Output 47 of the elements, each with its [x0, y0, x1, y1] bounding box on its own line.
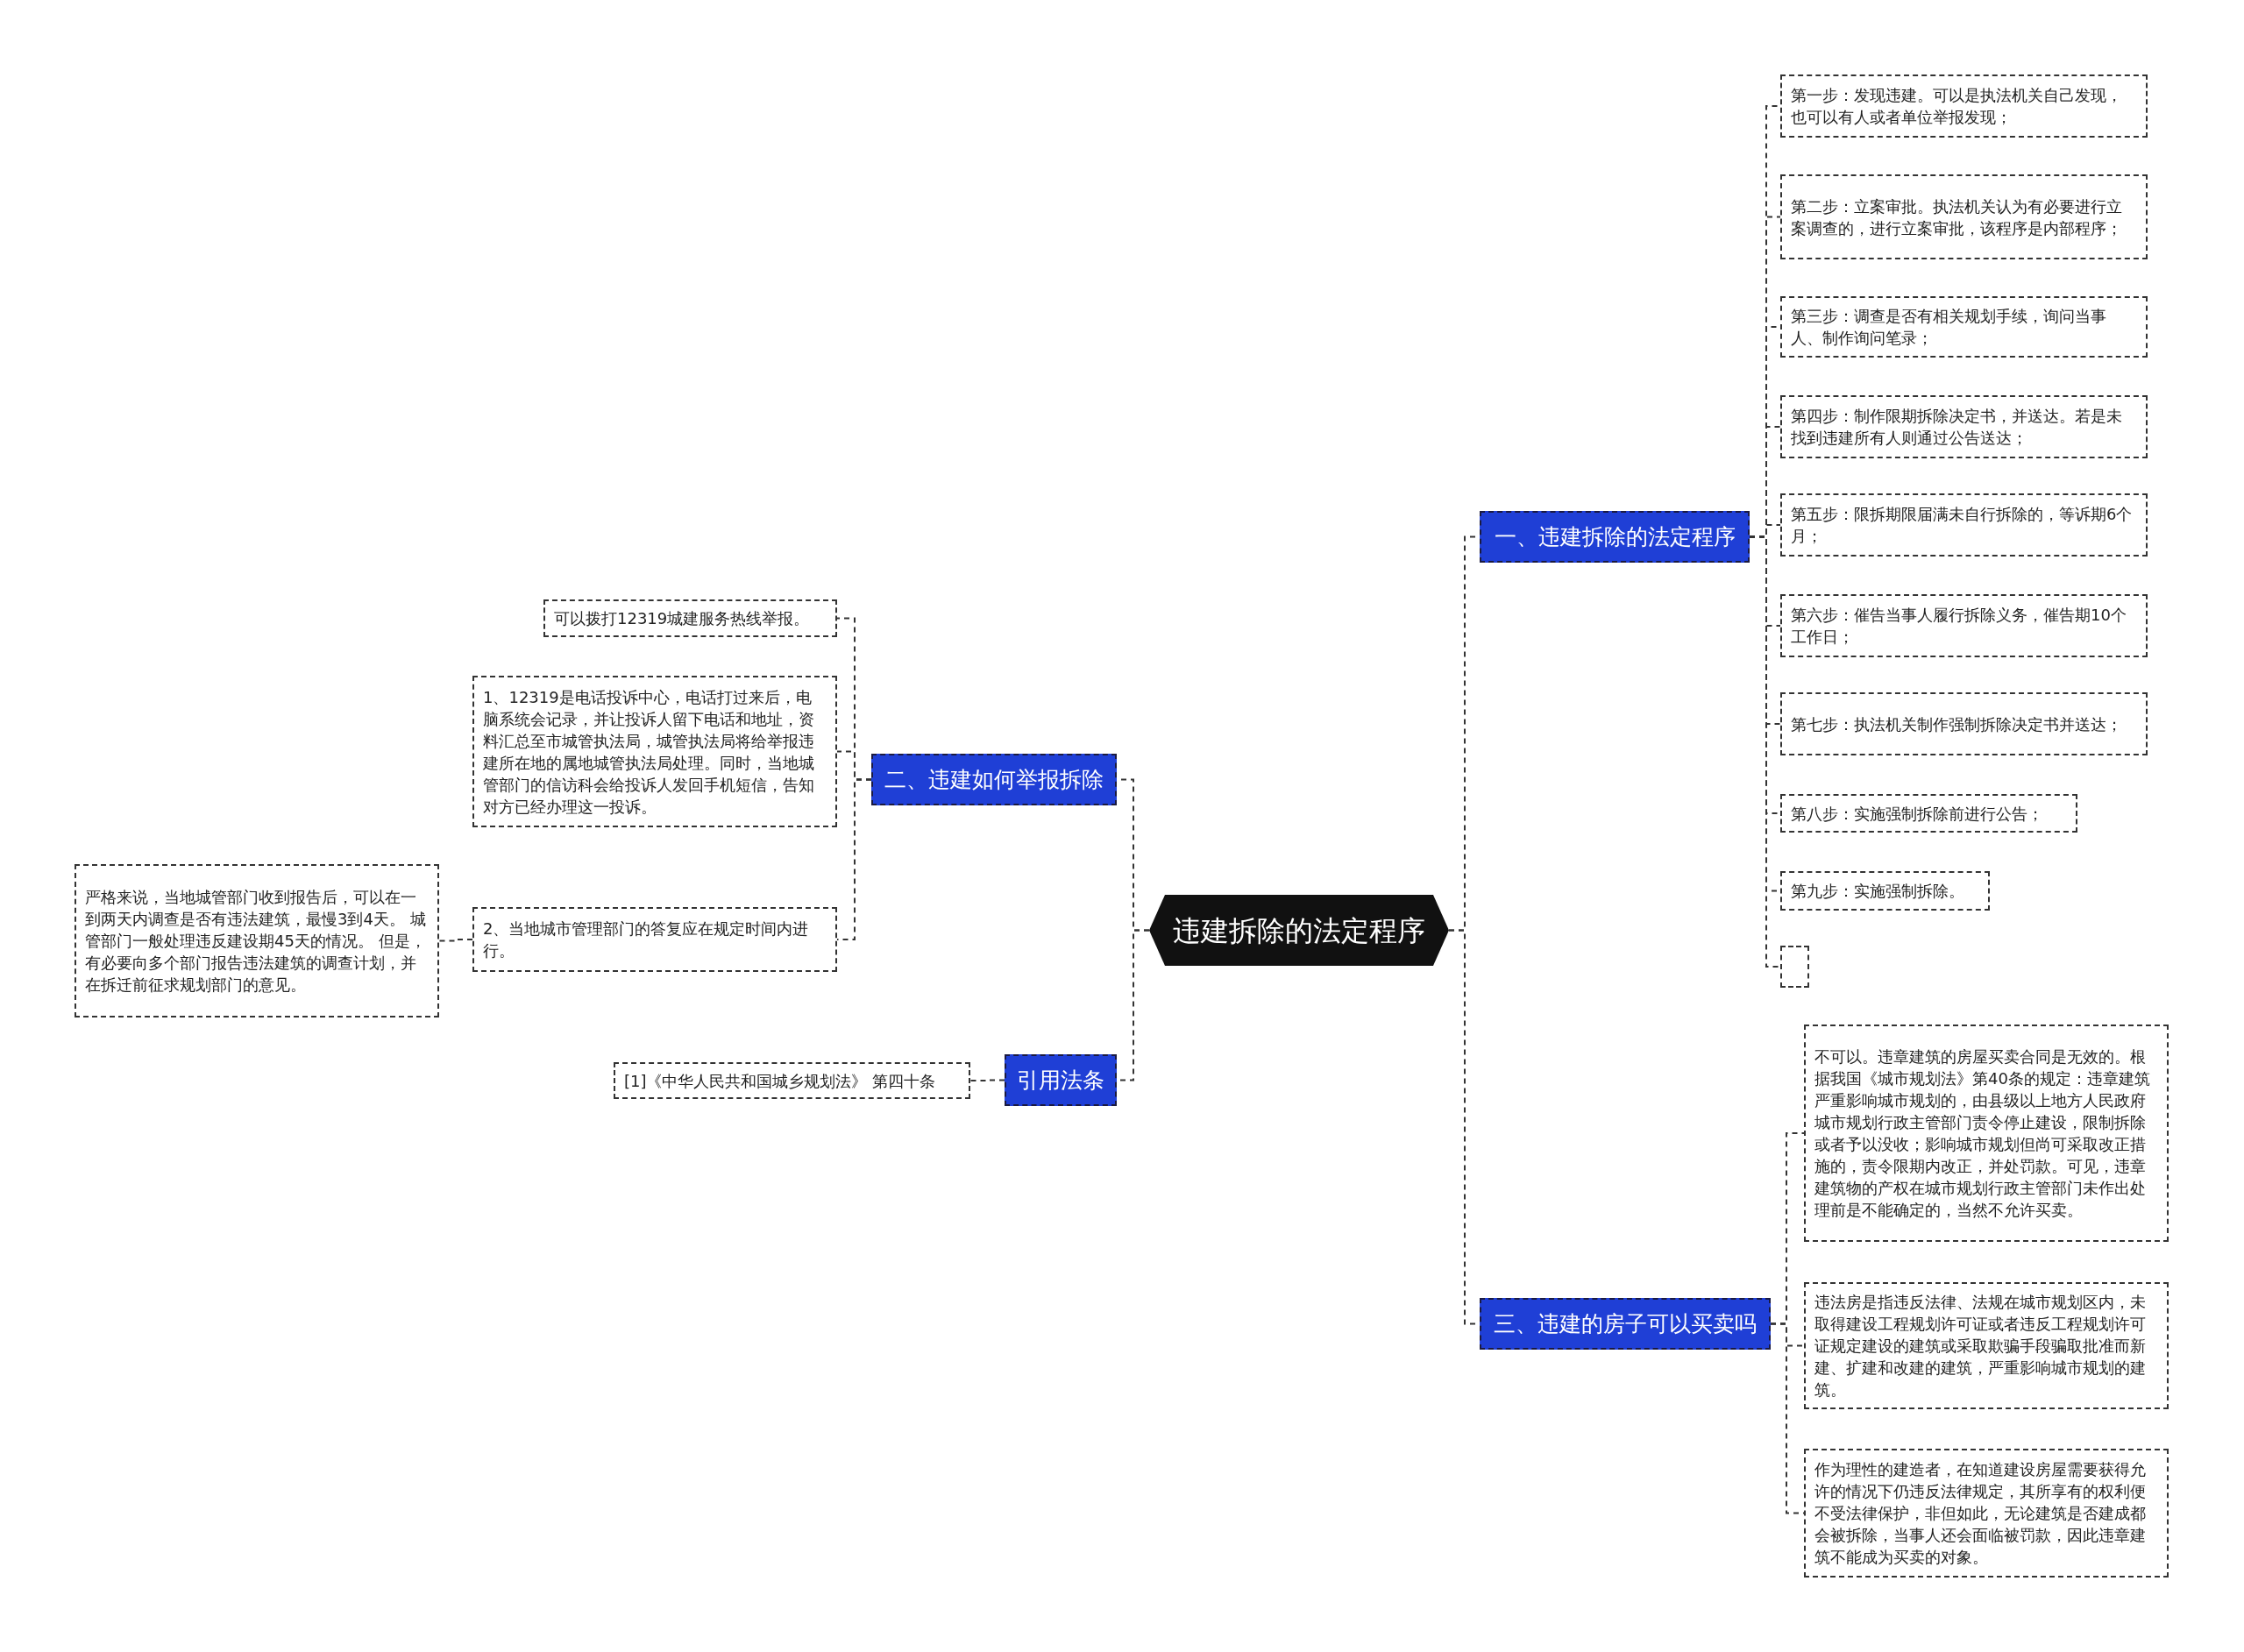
topic-label: 一、违建拆除的法定程序	[1494, 522, 1736, 551]
note-box	[472, 907, 837, 972]
note-text: [1]《中华人民共和国城乡规划法》 第四十条	[624, 1070, 937, 1092]
note-text: 第五步：限拆期限届满未自行拆除的，等诉期6个月；	[1791, 504, 2134, 547]
note-text: 作为理性的建造者，在知道建设房屋需要获得允许的情况下仍违反法律规定，其所享有的权利便不受法律保护，非但如此，无论建筑是否建成都会被拆除，当事人还会面临被罚款，因此违章建筑不能成为买卖的对象。	[1814, 1459, 2147, 1568]
connector-line	[969, 1079, 1005, 1081]
branch-topic-box	[1005, 1054, 1117, 1106]
note-text: 第六步：催告当事人履行拆除义务，催告期10个工作日；	[1791, 605, 2127, 648]
empty-box	[1780, 946, 1809, 988]
note-box	[472, 676, 837, 827]
note-box	[1780, 74, 2148, 138]
note-text: 第二步：立案审批。执法机关认为有必要进行立案调查的，进行立案审批，该程序是内部程序；	[1791, 195, 2123, 239]
note-text: 第九步：实施强制拆除。	[1791, 881, 1965, 902]
note-text: 第四步：制作限期拆除决定书，并送达。若是未找到违建所有人则通过公告送达；	[1791, 406, 2123, 449]
note-box	[1780, 395, 2148, 458]
note-text: 不可以。违章建筑的房屋买卖合同是无效的。根据我国《城市规划法》第40条的规定：违章建筑严重影响城市规划的，由县级以上地方人民政府城市规划行政主管部门责令停止建设，限制拆除或者予以没收；影响城市规划但尚可采取改正措施的，责令限期内改正，并处罚款。可见，违章建筑物的产权在城市规划行政主管部门未作出处理前是不能确定的，当然不允许买卖。	[1814, 1046, 2151, 1221]
note-box	[1780, 174, 2148, 259]
note-box	[1780, 871, 1990, 911]
topic-label: 二、违建如何举报拆除	[884, 765, 1104, 794]
note-box	[1780, 594, 2148, 657]
note-text: 第一步：发现违建。可以是执法机关自己发现，也可以有人或者单位举报发现；	[1791, 85, 2123, 128]
note-box	[1804, 1025, 2169, 1242]
topic-label: 引用法条	[1017, 1066, 1104, 1095]
branch-topic-box	[1480, 1298, 1771, 1350]
topic-label: 违建拆除的法定程序	[1173, 916, 1425, 945]
note-text: 1、12319是电话投诉中心，电话打过来后，电脑系统会记录，并让投诉人留下电话和地址，资料汇总至市城管执法局，城管执法局将给举报违建所在地的属地城管执法局处理。同时，当地城管部门的信访科会给投诉人发回手机短信，告知对方已经办理这一投诉。	[483, 686, 815, 818]
note-box	[75, 864, 439, 1017]
note-text: 第八步：实施强制拆除前进行公告；	[1791, 803, 2044, 825]
central-topic-hexagon	[1149, 895, 1449, 966]
note-box	[1780, 692, 2148, 755]
note-box	[1780, 493, 2148, 557]
topic-label: 三、违建的房子可以买卖吗	[1494, 1309, 1757, 1338]
note-box	[614, 1062, 970, 1099]
note-box	[1780, 296, 2148, 358]
connector-line	[438, 939, 473, 942]
note-box	[543, 599, 837, 637]
branch-topic-box	[1480, 511, 1750, 563]
note-text: 违法房是指违反法律、法规在城市规划区内，未取得建设工程规划许可证或者违反工程规划许可证规定建设的建筑或采取欺骗手段骗取批准而新建、扩建和改建的建筑，严重影响城市规划的建筑。	[1814, 1292, 2147, 1400]
note-text: 可以拨打12319城建服务热线举报。	[554, 608, 811, 629]
note-text: 2、当地城市管理部门的答复应在规定时间内进行。	[483, 918, 810, 961]
note-box	[1804, 1282, 2169, 1409]
note-text: 第三步：调查是否有相关规划手续，询问当事人、制作询问笔录；	[1791, 306, 2107, 349]
note-text: 第七步：执法机关制作强制拆除决定书并送达；	[1791, 713, 2123, 735]
branch-topic-box	[871, 754, 1117, 805]
note-box	[1804, 1449, 2169, 1578]
note-box	[1780, 794, 2077, 833]
note-text: 严格来说，当地城管部门收到报告后，可以在一到两天内调查是否有违法建筑，最慢3到4天。 城管部门一般处理违反建设期45天的情况。 但是，有必要向多个部门报告违法建筑的调查计划，并在拆迁前征求规划部门的意见。	[85, 887, 427, 996]
